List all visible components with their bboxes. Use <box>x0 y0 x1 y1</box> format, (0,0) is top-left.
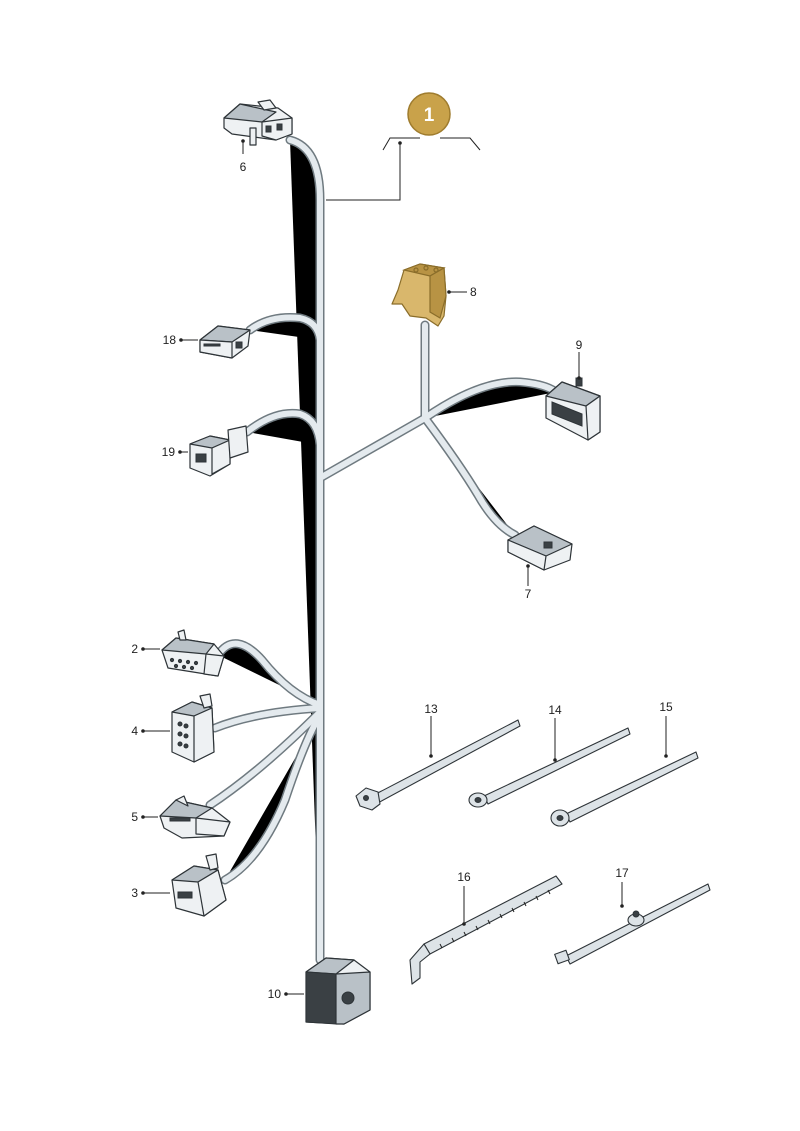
connector-6 <box>223 99 293 146</box>
holder-clip-16 <box>409 875 563 985</box>
callout-9: 9 <box>576 338 583 352</box>
callout-13: 13 <box>424 702 438 716</box>
callout-18: 18 <box>163 333 177 347</box>
cable-tie-13 <box>355 719 521 811</box>
callout-5: 5 <box>131 810 138 824</box>
connector-4 <box>171 693 215 763</box>
callout-17: 17 <box>615 866 629 880</box>
callout-4: 4 <box>131 724 138 738</box>
connector-2 <box>161 629 225 677</box>
connector-7 <box>507 525 573 571</box>
callout-8: 8 <box>470 285 477 299</box>
callout-7: 7 <box>525 587 532 601</box>
badge-label: 1 <box>424 105 435 126</box>
connector-19 <box>189 425 249 477</box>
callout-6: 6 <box>240 160 247 174</box>
callout-10: 10 <box>268 987 282 1001</box>
callout-16: 16 <box>457 870 471 884</box>
cable-tie-17 <box>554 883 711 965</box>
callout-2: 2 <box>131 642 138 656</box>
connector-18 <box>199 325 251 359</box>
connector-8-highlighted <box>391 263 447 327</box>
cable-tie-14 <box>468 727 631 808</box>
callout-3: 3 <box>131 886 138 900</box>
callout-19: 19 <box>162 445 176 459</box>
connector-10 <box>305 957 371 1025</box>
callout-15: 15 <box>659 700 673 714</box>
callout-badge-1: 1 <box>326 92 481 201</box>
connector-3 <box>171 853 227 917</box>
connector-5 <box>159 795 231 839</box>
cable-tie-15 <box>550 751 699 827</box>
callout-14: 14 <box>548 703 562 717</box>
